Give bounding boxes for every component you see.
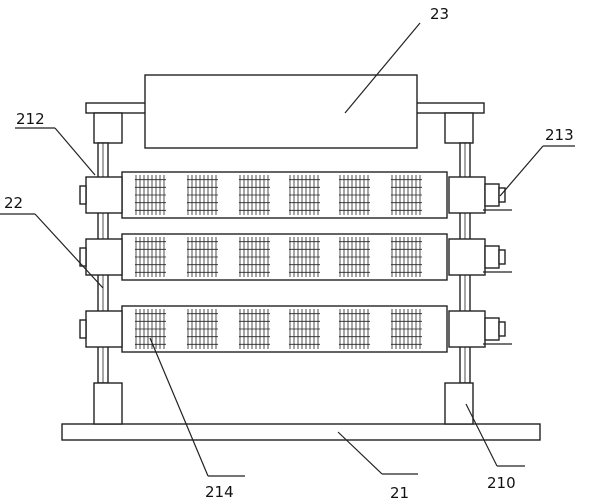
motor-shaft — [498, 187, 506, 203]
leader-lines — [0, 22, 575, 477]
motor — [484, 317, 500, 341]
roller-stack — [79, 171, 512, 353]
left-bearing-cap — [79, 185, 87, 205]
label-top-roller: 23 — [430, 5, 449, 23]
motor-shaft — [498, 249, 506, 265]
label-left-column: 22 — [4, 194, 23, 212]
motor — [484, 245, 500, 269]
label-base-plate: 21 — [390, 484, 409, 502]
label-right-motor: 213 — [545, 126, 574, 144]
motor-shaft — [498, 321, 506, 337]
right-bearing — [448, 238, 486, 276]
left-bearing — [85, 238, 123, 276]
label-right-support: 210 — [487, 474, 516, 492]
left-bearing — [85, 176, 123, 214]
top-roller — [144, 74, 418, 149]
label-roller-teeth: 214 — [205, 483, 234, 501]
left-bearing-cap — [79, 319, 87, 339]
label-upper-left-bearing: 212 — [16, 110, 45, 128]
right-bearing — [448, 310, 486, 348]
motor — [484, 183, 500, 207]
base-plate — [61, 423, 541, 441]
right-bearing — [448, 176, 486, 214]
left-bearing — [85, 310, 123, 348]
